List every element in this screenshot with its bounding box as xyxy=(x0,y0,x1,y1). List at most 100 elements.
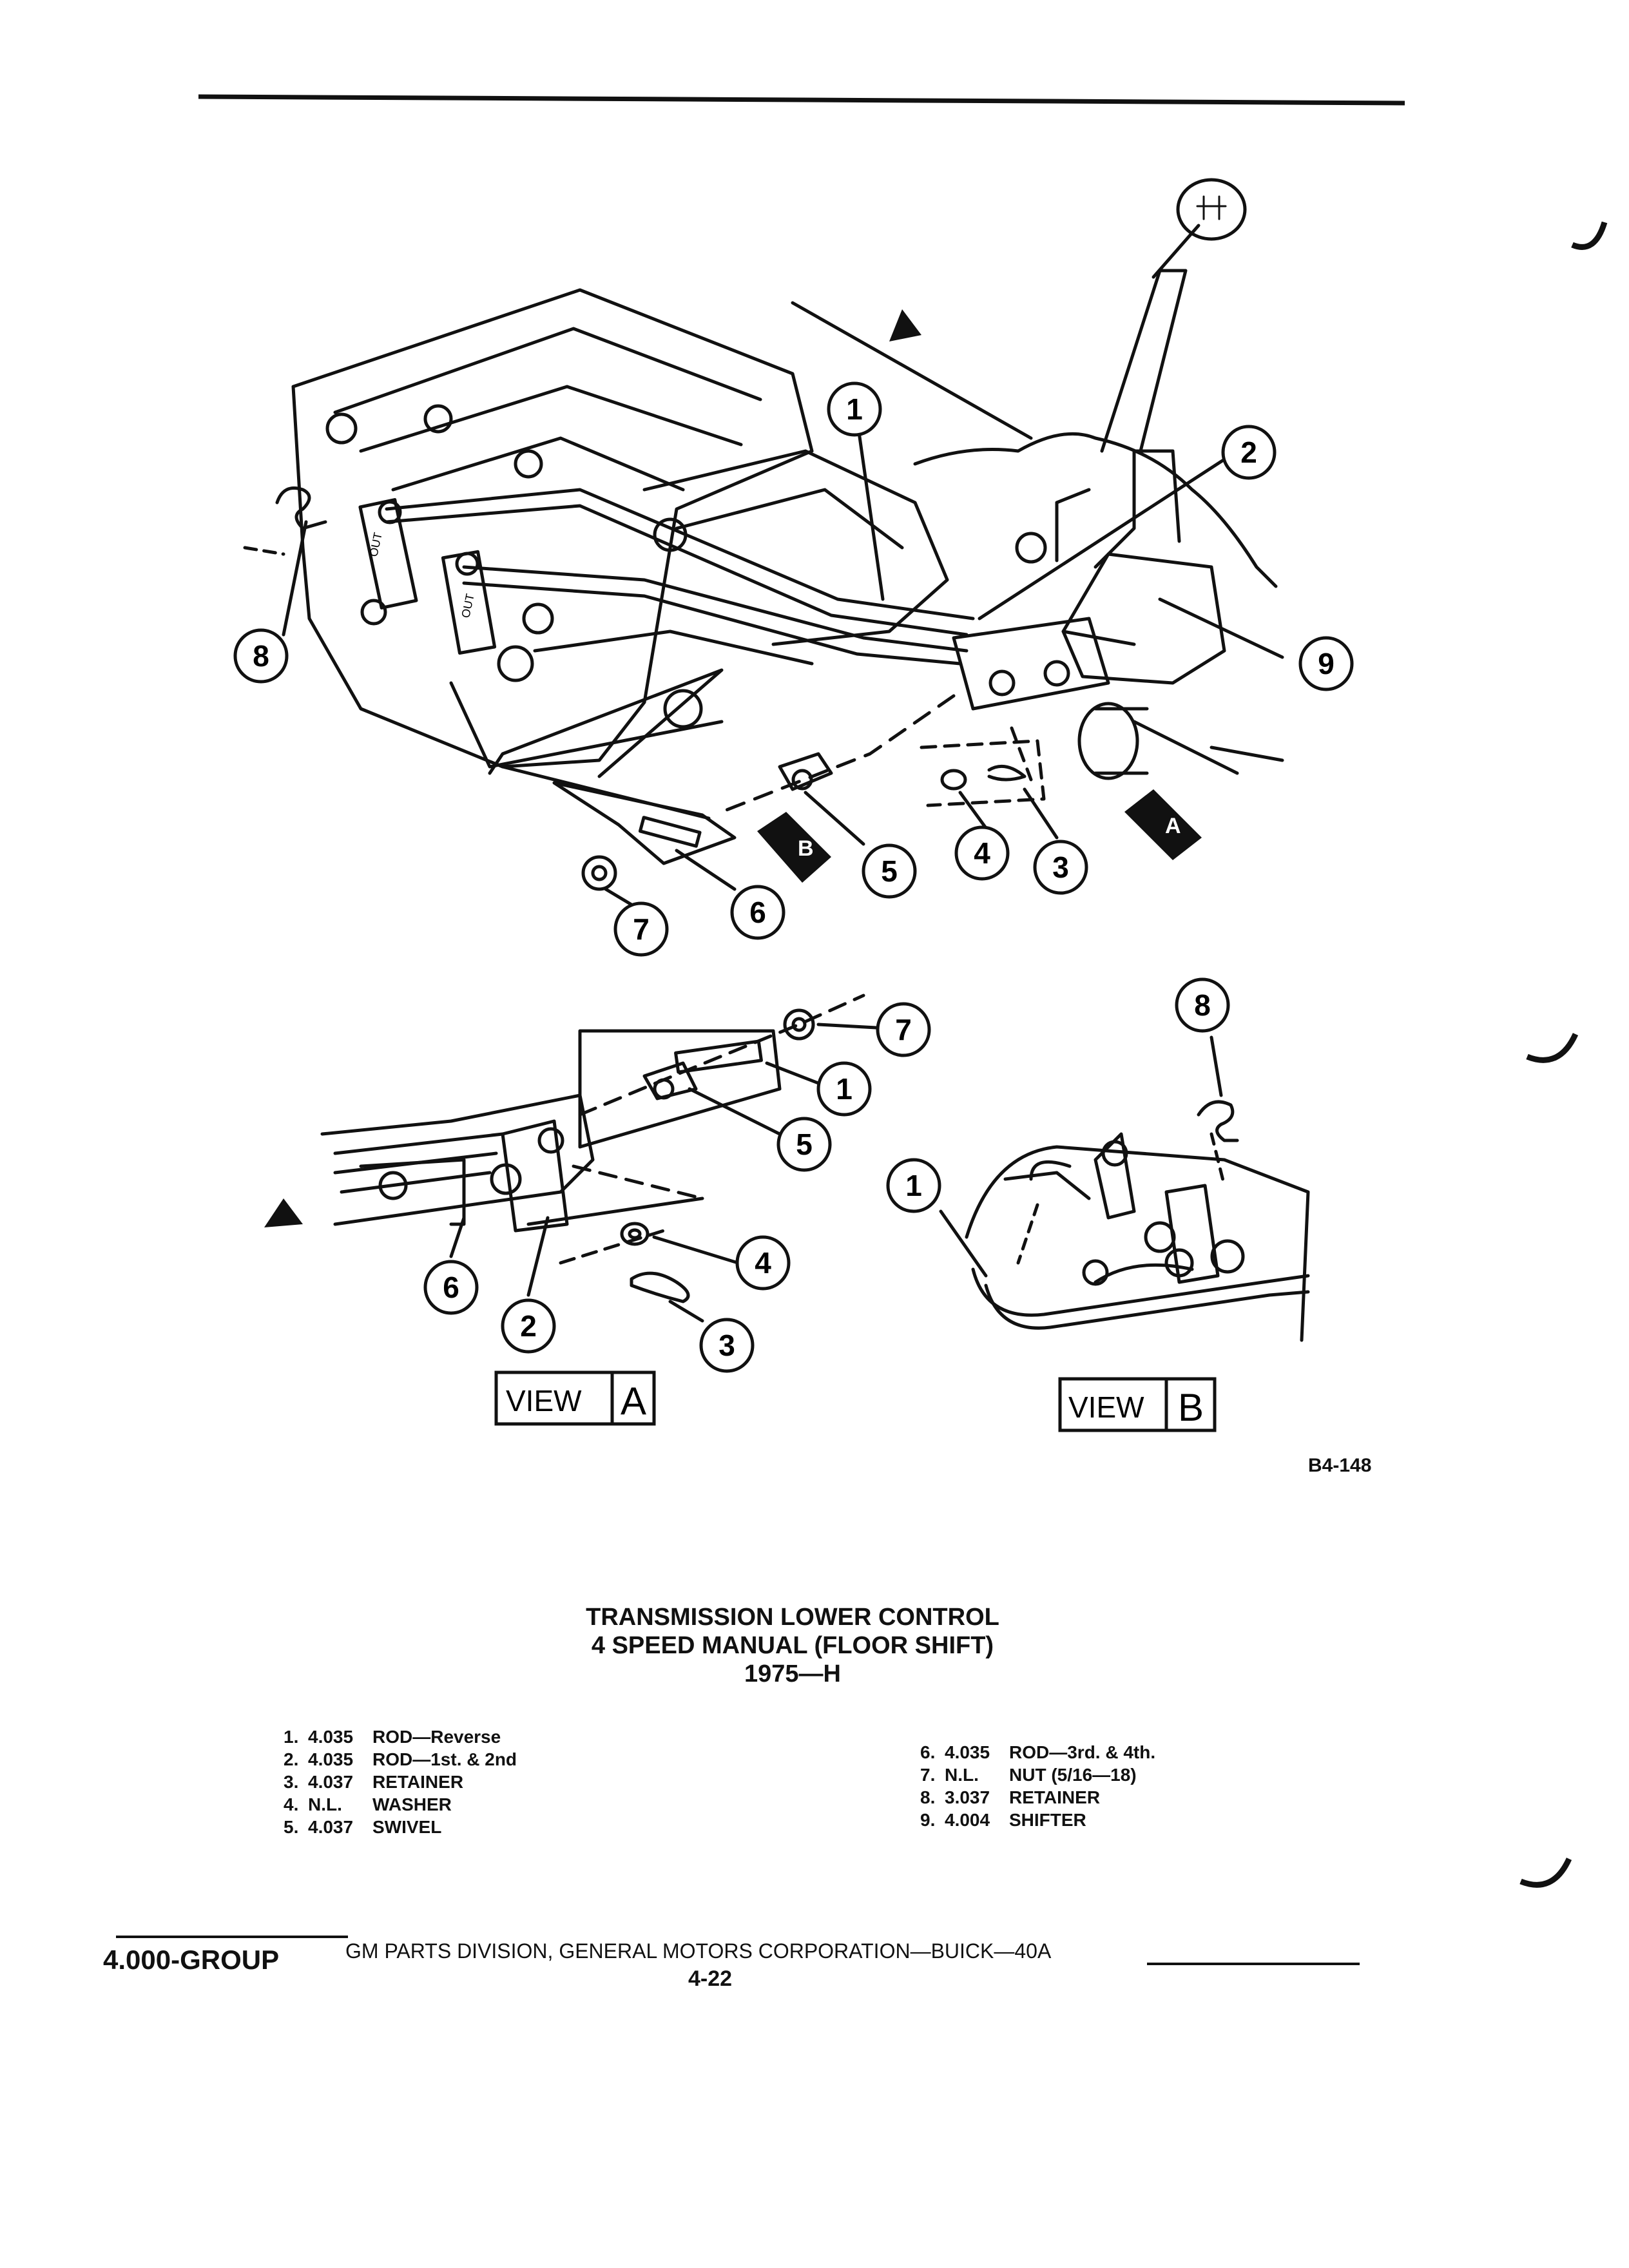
view-a-drawing xyxy=(320,994,878,1323)
page-number: 4-22 xyxy=(688,1966,733,1991)
part-row: 3. 4.037 RETAINER xyxy=(284,1771,517,1793)
parts-list-right: 6. 4.035 ROD—3rd. & 4th. 7. N.L. NUT (5/16—1… xyxy=(920,1741,1155,1831)
part-row: 1. 4.035 ROD—Reverse xyxy=(284,1725,517,1748)
group-label: 4.000-GROUP xyxy=(103,1945,280,1975)
part-group-code: N.L. xyxy=(945,1765,979,1785)
part-description: WASHER xyxy=(372,1794,452,1814)
part-group-code: 3.037 xyxy=(945,1787,990,1807)
callout-2: 2 xyxy=(501,1298,556,1354)
view-b-arrow xyxy=(757,812,831,883)
top-rule xyxy=(198,94,1405,106)
view-a-arrow xyxy=(1124,789,1202,860)
arrow-indicators xyxy=(264,309,1202,1227)
callout-8: 8 xyxy=(233,628,289,684)
callouts-view-b: 8 1 xyxy=(886,977,1230,1213)
callout-3: 3 xyxy=(1033,840,1088,895)
arrow-tag-b: B xyxy=(798,836,814,861)
callout-5: 5 xyxy=(862,843,917,899)
callout-7: 7 xyxy=(613,901,669,957)
part-description: SWIVEL xyxy=(372,1817,442,1837)
callout-label: 8 xyxy=(253,639,269,673)
part-row: 6. 4.035 ROD—3rd. & 4th. xyxy=(920,1741,1155,1763)
callout-2: 2 xyxy=(1221,425,1277,480)
view-b-drawing xyxy=(939,1035,1310,1342)
callout-label: 3 xyxy=(1052,850,1069,884)
callout-label: 7 xyxy=(633,912,650,946)
publisher-line: GM PARTS DIVISION, GENERAL MOTORS CORPOR… xyxy=(345,1939,1052,1963)
callout-label: 6 xyxy=(749,896,766,929)
callout-label: 5 xyxy=(881,854,898,888)
binder-mark xyxy=(1571,221,1608,250)
callout-label: 5 xyxy=(796,1128,813,1161)
callouts-view-a: 7 1 5 4 3 6 2 xyxy=(423,1002,931,1373)
part-number: 3. xyxy=(284,1772,299,1792)
part-group-code: 4.035 xyxy=(308,1727,354,1747)
callout-4: 4 xyxy=(954,825,1010,881)
part-description: RETAINER xyxy=(1009,1787,1101,1807)
part-description: SHIFTER xyxy=(1009,1810,1086,1830)
part-row: 9. 4.004 SHIFTER xyxy=(920,1809,1155,1831)
part-description: ROD—Reverse xyxy=(372,1727,501,1747)
callout-5: 5 xyxy=(776,1117,832,1172)
callout-label: 1 xyxy=(905,1169,922,1202)
part-description: ROD—3rd. & 4th. xyxy=(1009,1742,1156,1762)
part-group-code: N.L. xyxy=(308,1794,342,1814)
binder-mark xyxy=(1526,1033,1579,1063)
callout-label: 7 xyxy=(895,1013,912,1046)
arrow-tag-a: A xyxy=(1165,814,1181,838)
title-line-3: 1975—H xyxy=(744,1660,841,1687)
view-b-letter: B xyxy=(1178,1386,1204,1429)
binder-mark xyxy=(1519,1858,1572,1888)
part-description: NUT (5/16—18) xyxy=(1009,1765,1137,1785)
callout-label: 2 xyxy=(520,1309,537,1343)
part-number: 2. xyxy=(284,1749,299,1769)
lever-tag: OUT xyxy=(367,532,384,558)
callout-label: 9 xyxy=(1318,647,1335,680)
view-a-word: VIEW xyxy=(506,1384,582,1418)
callout-3: 3 xyxy=(699,1318,755,1373)
view-a-label-box: VIEW A xyxy=(494,1370,656,1426)
callout-label: 1 xyxy=(846,392,863,426)
part-row: 8. 3.037 RETAINER xyxy=(920,1786,1155,1809)
part-number: 8. xyxy=(920,1787,936,1807)
part-group-code: 4.035 xyxy=(945,1742,990,1762)
figure-code: B4-148 xyxy=(1308,1455,1372,1476)
part-number: 6. xyxy=(920,1742,936,1762)
callout-label: 4 xyxy=(755,1246,771,1280)
callout-label: 1 xyxy=(836,1072,853,1106)
callout-4: 4 xyxy=(735,1235,791,1291)
callout-label: 2 xyxy=(1240,436,1257,469)
lever-tag: OUT xyxy=(459,593,476,619)
part-number: 1. xyxy=(284,1727,299,1747)
callout-8: 8 xyxy=(1175,977,1230,1033)
part-description: ROD—1st. & 2nd xyxy=(372,1749,517,1769)
part-number: 5. xyxy=(284,1817,299,1837)
part-number: 7. xyxy=(920,1765,936,1785)
callout-label: 4 xyxy=(974,836,990,870)
main-assembly-drawing xyxy=(243,178,1284,910)
callout-label: 8 xyxy=(1194,988,1211,1022)
part-row: 7. N.L. NUT (5/16—18) xyxy=(920,1763,1155,1786)
callout-7: 7 xyxy=(876,1002,931,1057)
part-group-code: 4.037 xyxy=(308,1772,354,1792)
callout-6: 6 xyxy=(730,885,786,940)
callouts-main: 1 2 9 8 5 4 3 6 7 xyxy=(233,381,1354,957)
view-a-letter: A xyxy=(621,1379,646,1423)
view-b-label-box: VIEW B xyxy=(1058,1377,1217,1432)
figure-title: TRANSMISSION LOWER CONTROL 4 SPEED MANUA… xyxy=(503,1603,1083,1688)
part-description: RETAINER xyxy=(372,1772,464,1792)
part-group-code: 4.037 xyxy=(308,1817,354,1837)
part-number: 9. xyxy=(920,1810,936,1830)
part-group-code: 4.004 xyxy=(945,1810,990,1830)
direction-arrow-view-a xyxy=(264,1198,303,1227)
part-number: 4. xyxy=(284,1794,299,1814)
callout-9: 9 xyxy=(1298,636,1354,691)
callout-label: 6 xyxy=(443,1271,459,1304)
direction-arrow-top xyxy=(889,309,921,341)
callout-6: 6 xyxy=(423,1260,479,1315)
part-row: 5. 4.037 SWIVEL xyxy=(284,1816,517,1838)
part-row: 4. N.L. WASHER xyxy=(284,1793,517,1816)
